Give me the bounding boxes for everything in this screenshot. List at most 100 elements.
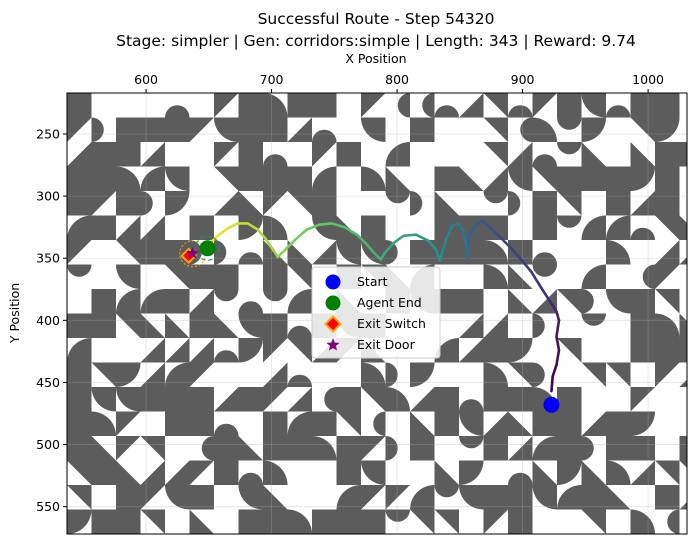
- map-tile: [655, 460, 680, 485]
- map-tile: [508, 105, 533, 118]
- map-tile: [189, 338, 214, 363]
- map-tile: [459, 460, 484, 485]
- map-tile: [386, 534, 411, 544]
- map-tile: [630, 166, 655, 191]
- map-tile: [630, 227, 655, 240]
- map-tile: [91, 411, 116, 436]
- map-tile: [630, 289, 655, 314]
- trajectory-segment: [402, 233, 418, 238]
- map-tile: [582, 534, 607, 544]
- map-tile: [679, 502, 687, 510]
- marker-exit-door: [326, 338, 340, 351]
- map-tile: [655, 166, 680, 191]
- map-tile: [238, 142, 263, 167]
- trajectory-segment: [427, 239, 438, 251]
- map-tile: [116, 142, 141, 167]
- trajectory-segment: [555, 310, 561, 322]
- map-tile: [581, 436, 594, 461]
- map-tile: [140, 142, 165, 167]
- trajectory-segment: [440, 238, 448, 254]
- map-tile: [263, 215, 288, 240]
- map-tile: [214, 534, 239, 544]
- legend: Start Agent End Exit Switch Exit Door: [311, 266, 441, 359]
- trajectory-segment: [343, 225, 359, 236]
- map-tile: [165, 338, 190, 363]
- map-tile: [91, 362, 116, 387]
- map-tile: [67, 142, 92, 167]
- map-tile: [483, 142, 508, 167]
- map-tile: [581, 289, 594, 314]
- map-tile: [361, 534, 386, 544]
- map-tile: [238, 485, 263, 510]
- map-tile: [483, 117, 508, 142]
- map-tile: [287, 117, 312, 142]
- map-tile: [606, 289, 631, 314]
- y-tick-label: 300: [36, 189, 60, 204]
- map-tile: [116, 117, 141, 142]
- map-tile: [385, 191, 410, 204]
- map-tile: [116, 411, 141, 436]
- map-tile: [557, 289, 582, 314]
- map-tile: [67, 485, 92, 510]
- map-tile: [557, 93, 582, 118]
- map-tile: [434, 166, 459, 191]
- trajectory-segment: [487, 224, 498, 235]
- map-tile: [287, 387, 312, 412]
- map-tile: [140, 460, 165, 485]
- map-tile: [91, 313, 116, 338]
- route-markers: [179, 235, 560, 413]
- map-tile: [606, 436, 631, 461]
- y-tick-label: 400: [36, 313, 60, 328]
- map-tile: [140, 362, 165, 387]
- trajectory-segment: [464, 244, 470, 261]
- map-tile: [410, 191, 423, 216]
- map-tile: [483, 387, 508, 412]
- trajectory-segment: [271, 248, 280, 259]
- map-tile: [361, 509, 386, 534]
- map-tile: [67, 240, 92, 265]
- map-tile: [214, 313, 239, 338]
- map-tile: [557, 436, 582, 461]
- map-tile: [459, 313, 484, 338]
- map-tile: [116, 166, 141, 191]
- trajectory-segment: [392, 234, 405, 245]
- map-tile: [434, 191, 459, 216]
- map-tile: [116, 362, 141, 387]
- y-axis-label: Y Position: [7, 283, 22, 344]
- map-tile: [532, 264, 557, 277]
- map-tile: [238, 472, 263, 485]
- map-tile: [214, 436, 239, 461]
- trajectory-segment: [226, 222, 239, 230]
- map-tile: [214, 289, 239, 302]
- map-tile: [312, 436, 337, 461]
- map-tile: [410, 485, 435, 510]
- map-tile: [189, 387, 214, 412]
- map-tile: [508, 142, 533, 167]
- x-tick-label: 800: [385, 72, 409, 87]
- map-tile: [410, 436, 435, 461]
- map-tile: [141, 534, 166, 544]
- legend-label-exit-door: Exit Door: [357, 337, 416, 352]
- map-tile: [165, 191, 190, 216]
- map-tile: [263, 362, 288, 387]
- map-tile: [91, 117, 104, 142]
- map-tile: [532, 411, 557, 436]
- trajectory-segment: [518, 256, 533, 274]
- map-tile: [532, 436, 557, 461]
- map-tile: [189, 485, 214, 510]
- trajectory-segment: [263, 237, 275, 251]
- map-tile: [606, 460, 631, 485]
- map-tile: [385, 509, 410, 522]
- map-tile: [459, 411, 484, 436]
- trajectory-segment: [434, 248, 442, 263]
- map-tile: [91, 387, 116, 412]
- map-tile: [263, 313, 288, 338]
- map-tile: [361, 215, 386, 240]
- map-tile: [483, 362, 508, 387]
- map-tile: [312, 509, 337, 534]
- map-tile: [483, 313, 508, 338]
- map-tile: [630, 436, 655, 461]
- map-tile: [140, 289, 165, 314]
- map-tile: [606, 534, 631, 544]
- trajectory-segment: [462, 229, 468, 248]
